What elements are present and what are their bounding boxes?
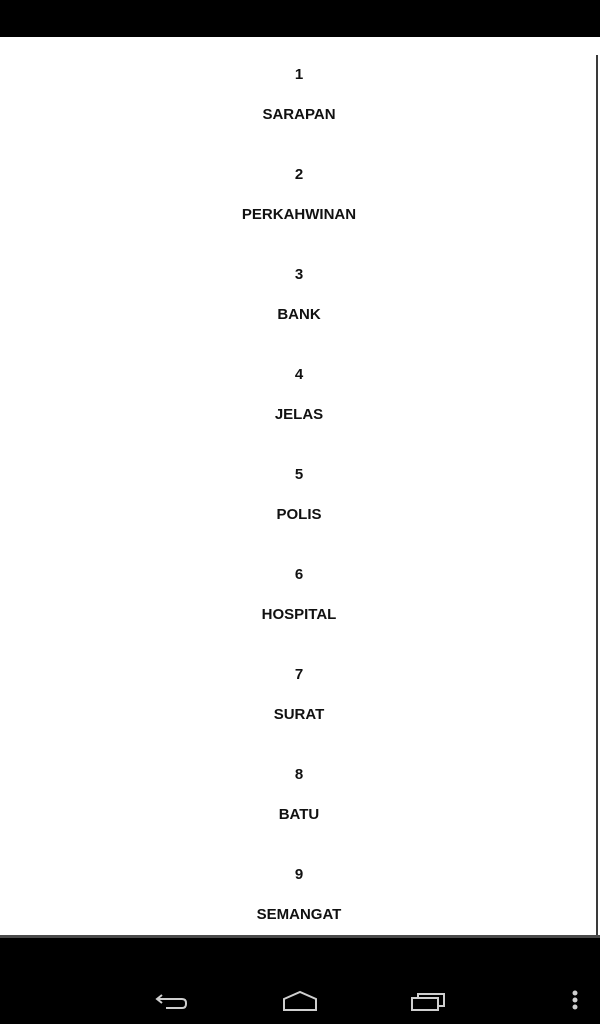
status-bar <box>0 0 600 37</box>
list-item[interactable]: 8 BATU <box>0 737 596 837</box>
item-number: 9 <box>294 866 304 883</box>
home-button[interactable] <box>278 988 322 1014</box>
list-item[interactable]: 4 JELAS <box>0 337 596 437</box>
recents-button[interactable] <box>406 988 450 1014</box>
word-list: 1 SARAPAN 2 PERKAHWINAN 3 BANK 4 JELAS 5… <box>0 37 596 936</box>
back-button[interactable] <box>150 988 194 1014</box>
item-number: 3 <box>294 266 304 283</box>
navigation-bar <box>0 938 600 1024</box>
item-number: 8 <box>294 766 304 783</box>
item-word: JELAS <box>274 406 324 423</box>
scrollbar[interactable] <box>596 55 598 935</box>
overflow-menu-icon <box>571 989 579 1013</box>
recents-icon <box>410 990 446 1012</box>
content-bottom-divider <box>0 935 600 938</box>
list-item[interactable]: 3 BANK <box>0 237 596 337</box>
item-word: BANK <box>277 306 321 323</box>
list-item[interactable]: 5 POLIS <box>0 437 596 537</box>
item-word: SURAT <box>273 706 325 723</box>
item-word: SARAPAN <box>262 106 336 123</box>
item-number: 5 <box>294 466 304 483</box>
item-number: 7 <box>294 666 304 683</box>
item-number: 4 <box>294 366 304 383</box>
list-item[interactable]: 2 PERKAHWINAN <box>0 137 596 237</box>
word-list-view[interactable]: 1 SARAPAN 2 PERKAHWINAN 3 BANK 4 JELAS 5… <box>0 37 600 936</box>
list-item[interactable]: 6 HOSPITAL <box>0 537 596 637</box>
back-icon <box>154 991 190 1011</box>
list-item[interactable]: 1 SARAPAN <box>0 37 596 137</box>
item-word: BATU <box>278 806 320 823</box>
item-word: PERKAHWINAN <box>241 206 357 223</box>
list-item[interactable]: 9 SEMANGAT <box>0 837 596 936</box>
list-item[interactable]: 7 SURAT <box>0 637 596 737</box>
item-word: HOSPITAL <box>261 606 337 623</box>
item-number: 2 <box>294 166 304 183</box>
item-word: POLIS <box>276 506 322 523</box>
item-number: 6 <box>294 566 304 583</box>
item-word: SEMANGAT <box>256 906 342 923</box>
home-icon <box>282 990 318 1012</box>
overflow-menu-button[interactable] <box>560 988 590 1014</box>
item-number: 1 <box>294 66 304 83</box>
